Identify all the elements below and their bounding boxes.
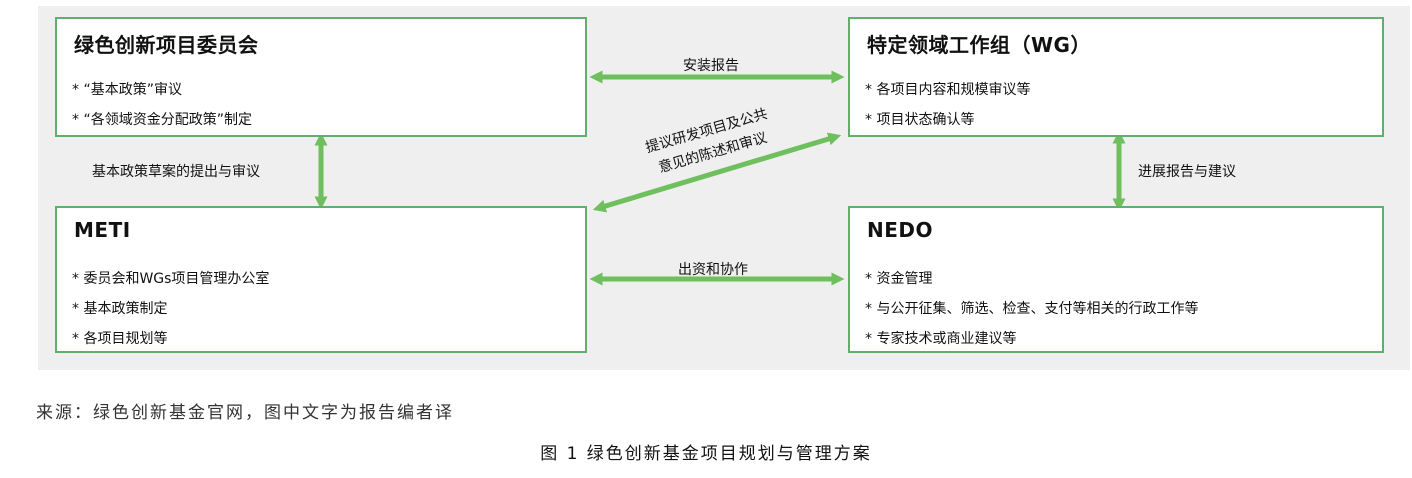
committee-title: 绿色创新项目委员会 (74, 33, 259, 57)
diagram-panel: 绿色创新项目委员会 * “基本政策”审议 * “各领域资金分配政策”制定 特定领… (38, 6, 1410, 370)
committee-item: * “基本政策”审议 (72, 82, 182, 98)
wg-item: * 各项目内容和规模审议等 (865, 82, 1031, 98)
nedo-item: * 资金管理 (865, 271, 933, 287)
wg-item: * 项目状态确认等 (865, 112, 975, 128)
arrow-meti-wg (592, 132, 842, 213)
meti-box: METI * 委员会和WGs项目管理办公室 * 基本政策制定 * 各项目规划等 (55, 206, 587, 353)
committee-item: * “各领域资金分配政策”制定 (72, 112, 252, 128)
committee-items: * “基本政策”审议 * “各领域资金分配政策”制定 (72, 80, 252, 140)
wg-items: * 各项目内容和规模审议等 * 项目状态确认等 (865, 80, 1030, 140)
figure-caption: 图 1 绿色创新基金项目规划与管理方案 (540, 444, 872, 464)
meti-item: * 委员会和WGs项目管理办公室 (72, 271, 270, 287)
source-note: 来源：绿色创新基金官网，图中文字为报告编者译 (36, 403, 454, 423)
nedo-box: NEDO * 资金管理 * 与公开征集、筛选、检查、支付等相关的行政工作等 * … (848, 206, 1384, 353)
label-wg-nedo: 进展报告与建议 (1138, 164, 1236, 180)
nedo-item: * 专家技术或商业建议等 (865, 331, 1017, 347)
meti-item: * 各项目规划等 (72, 331, 168, 347)
label-meti-nedo: 出资和协作 (678, 262, 748, 278)
meti-title: METI (74, 218, 131, 242)
nedo-title: NEDO (867, 218, 934, 242)
meti-item: * 基本政策制定 (72, 301, 168, 317)
nedo-item: * 与公开征集、筛选、检查、支付等相关的行政工作等 (865, 301, 1199, 317)
nedo-items: * 资金管理 * 与公开征集、筛选、检查、支付等相关的行政工作等 * 专家技术或… (865, 269, 1198, 359)
wg-title: 特定领域工作组（WG） (867, 33, 1091, 57)
meti-items: * 委员会和WGs项目管理办公室 * 基本政策制定 * 各项目规划等 (72, 269, 269, 359)
label-committee-wg: 安装报告 (683, 58, 739, 74)
label-committee-meti: 基本政策草案的提出与审议 (92, 164, 260, 180)
committee-box: 绿色创新项目委员会 * “基本政策”审议 * “各领域资金分配政策”制定 (55, 17, 587, 137)
arrow-layer (314, 70, 1126, 286)
wg-box: 特定领域工作组（WG） * 各项目内容和规模审议等 * 项目状态确认等 (848, 17, 1384, 137)
